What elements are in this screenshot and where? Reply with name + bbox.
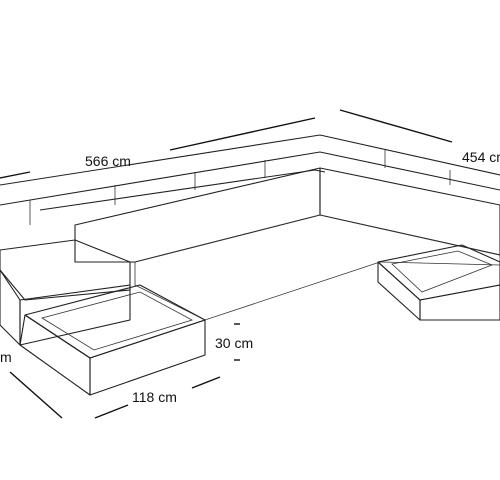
back-rim [0, 134, 500, 225]
dimension-line-length-right [169, 117, 316, 151]
height-label: 30 cm [215, 335, 253, 351]
stone-wall-right-back [319, 167, 500, 256]
stone-wall-back [74, 167, 321, 263]
front-left-box-inner [40, 291, 194, 351]
dimension-line-depth [339, 109, 453, 143]
left-step-bed [0, 239, 131, 301]
dimension-line-width-right [191, 376, 221, 389]
inner-floor [134, 214, 500, 321]
front-left-box-wall-front [89, 319, 206, 396]
right-box-top [377, 244, 500, 301]
dimension-line-width-left [94, 404, 129, 419]
dimension-line-length [0, 171, 31, 179]
left-step-wall [19, 284, 131, 346]
left-dimension-label: m [0, 349, 12, 365]
dimension-line-left [9, 371, 63, 419]
total-depth-label: 454 cm [462, 149, 500, 165]
front-left-box-wall-left [19, 314, 91, 396]
right-box-inner [391, 250, 494, 293]
total-length-label: 566 cm [85, 153, 131, 169]
bed-width-label: 118 cm [132, 389, 177, 405]
right-box-wall-front [419, 284, 500, 321]
